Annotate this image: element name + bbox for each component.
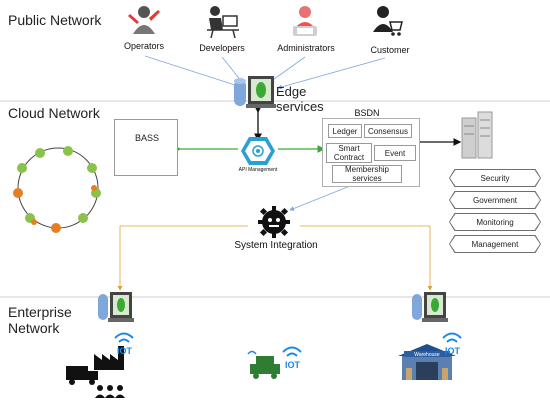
factory-logistics-icon <box>66 346 125 398</box>
iot-vehicle-icon <box>247 350 280 379</box>
system-integration-label: System Integration <box>234 240 318 251</box>
smart-contract-box: Smart Contract <box>326 143 372 163</box>
customer-label: Customer <box>370 45 410 55</box>
iot-icon-middle: IOT <box>282 346 302 370</box>
iot-icon-right: IOT <box>442 332 462 356</box>
customer-icon <box>373 6 403 36</box>
bass-box: BASS <box>114 119 178 176</box>
developers-icon <box>207 6 239 38</box>
operators-label: Operators <box>123 41 165 51</box>
edge-server-icon <box>234 76 276 108</box>
zone-public-label: Public Network <box>8 12 102 28</box>
security-label: Security <box>450 170 540 186</box>
government-label: Government <box>450 192 540 208</box>
api-management-icon <box>241 137 275 165</box>
server-rack-icon <box>461 111 493 159</box>
system-integration-icon <box>258 206 290 238</box>
administrators-icon <box>293 6 317 36</box>
iot-text-left: IOT <box>117 346 133 356</box>
link-administrators-edge <box>269 56 306 83</box>
monitoring-label: Monitoring <box>450 214 540 230</box>
link-developers-edge <box>221 56 243 83</box>
edge-services-label: Edge services <box>276 84 324 114</box>
bsdn-title: BSDN <box>354 108 380 118</box>
enterprise-server-left-icon <box>98 292 134 322</box>
membership-box: Membership services <box>332 165 402 183</box>
event-box: Event <box>374 145 416 161</box>
warehouse-icon: Warehouse <box>398 344 456 380</box>
api-management-label: API Management <box>238 167 278 173</box>
link-bsdn-integration <box>289 185 351 211</box>
consensus-box: Consensus <box>364 124 412 138</box>
ledger-box: Ledger <box>328 124 362 138</box>
management-label: Management <box>450 236 540 252</box>
warehouse-sign: Warehouse <box>414 352 440 358</box>
operators-icon <box>128 6 160 34</box>
iot-text-right: IOT <box>445 346 461 356</box>
blockchain-ring-icon <box>13 146 101 233</box>
iot-icon-left: IOT <box>114 332 134 356</box>
link-operators-edge <box>144 55 239 88</box>
link-customer-edge <box>277 57 386 90</box>
administrators-label: Administrators <box>277 43 335 53</box>
developers-label: Developers <box>199 43 245 53</box>
zone-cloud-label: Cloud Network <box>8 105 100 121</box>
iot-text-middle: IOT <box>285 360 301 370</box>
bass-label: BASS <box>135 133 160 143</box>
zone-enterprise-label: Enterprise Network <box>8 304 72 336</box>
enterprise-server-right-icon <box>412 292 448 322</box>
